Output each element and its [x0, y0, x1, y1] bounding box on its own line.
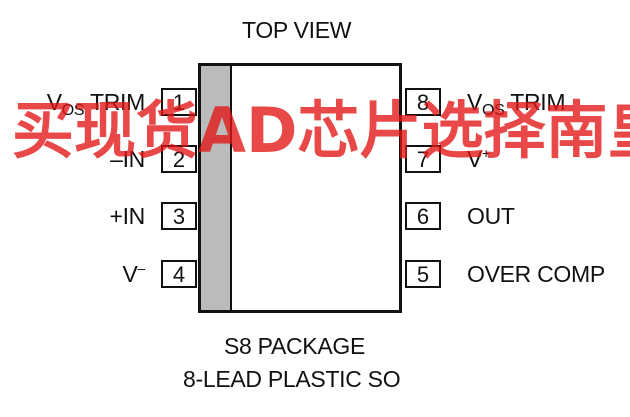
- watermark-text: 买现货AD芯片选择南皇电子: [12, 94, 630, 167]
- pin-box-6: 6: [405, 202, 441, 230]
- pin-label-8: VOS TRIM: [467, 89, 566, 119]
- pin-label-3: +IN: [109, 203, 145, 229]
- pin-label-5: OVER COMP: [467, 261, 605, 287]
- pin1-indicator-strip: [201, 66, 232, 310]
- pin-box-4: 4: [161, 260, 197, 288]
- package-body: [198, 63, 402, 313]
- pin-label-6: OUT: [467, 203, 515, 229]
- pin-label-4: V–: [122, 260, 145, 287]
- pin-box-7: 7: [405, 145, 441, 173]
- pin-box-8: 8: [405, 88, 441, 116]
- diagram-title: TOP VIEW: [242, 17, 352, 43]
- pin-box-3: 3: [161, 202, 197, 230]
- pin-label-2: –IN: [110, 146, 145, 172]
- package-description: 8-LEAD PLASTIC SO: [183, 366, 401, 392]
- pin-box-2: 2: [161, 145, 197, 173]
- pin-box-5: 5: [405, 260, 441, 288]
- pin-label-7: V+: [467, 145, 490, 172]
- pin-label-1: VOS TRIM: [46, 89, 146, 119]
- package-name: S8 PACKAGE: [224, 333, 366, 359]
- pin-box-1: 1: [161, 88, 197, 116]
